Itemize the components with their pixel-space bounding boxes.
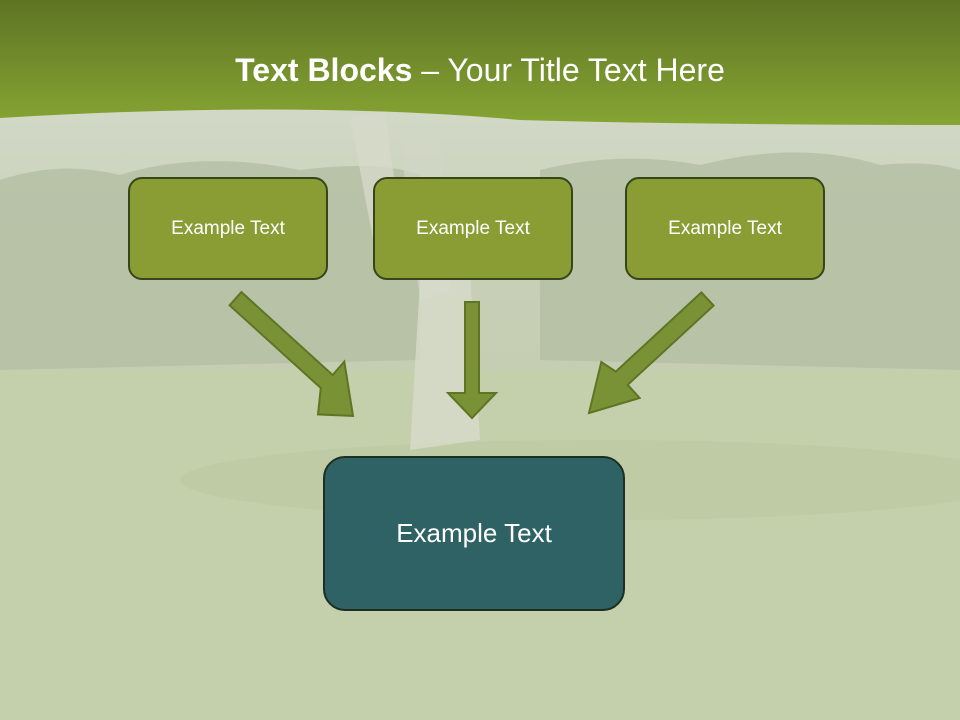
title-separator: –: [412, 52, 448, 88]
text-block-center[interactable]: Example Text: [373, 177, 573, 280]
text-block-left-label: Example Text: [171, 217, 285, 239]
text-block-center-label: Example Text: [416, 217, 530, 239]
result-text-block-label: Example Text: [396, 518, 552, 548]
text-block-right-label: Example Text: [668, 217, 782, 239]
title-regular-part: Your Title Text Here: [447, 52, 725, 88]
result-text-block[interactable]: Example Text: [323, 456, 625, 611]
text-block-right[interactable]: Example Text: [625, 177, 825, 280]
title-bold-part: Text Blocks: [235, 52, 413, 88]
slide-title: Text Blocks – Your Title Text Here: [0, 52, 960, 89]
text-block-left[interactable]: Example Text: [128, 177, 328, 280]
